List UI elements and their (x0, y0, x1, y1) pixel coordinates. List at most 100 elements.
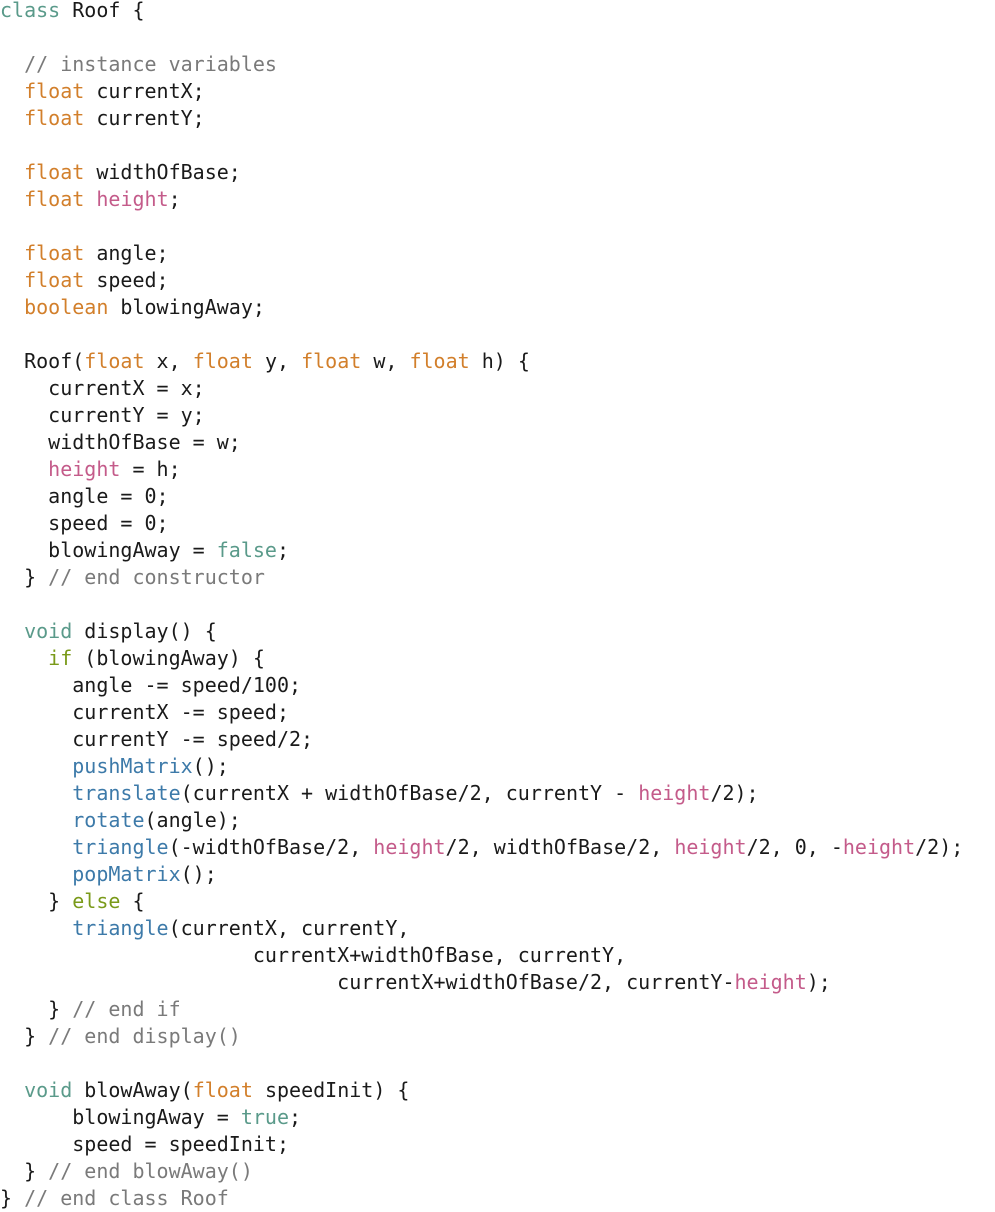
code-token: Roof( (0, 349, 85, 373)
code-line: } // end if (0, 996, 995, 1023)
code-line: speed = speedInit; (0, 1131, 995, 1158)
code-line: } else { (0, 888, 995, 915)
code-token: /2, 0, - (746, 835, 843, 859)
code-token: speed; (84, 268, 169, 292)
code-token: } (0, 1024, 49, 1048)
code-line (0, 1050, 995, 1077)
code-line: currentX = x; (0, 375, 995, 402)
code-line: boolean blowingAway; (0, 294, 995, 321)
code-line: float widthOfBase; (0, 159, 995, 186)
code-token: float (24, 268, 85, 292)
code-token: class (0, 0, 61, 22)
code-token: blowingAway = (0, 538, 217, 562)
code-line: float currentY; (0, 105, 995, 132)
code-token: speedInit) { (252, 1078, 410, 1102)
code-token: /2); (710, 781, 759, 805)
code-token: currentY = y; (0, 403, 205, 427)
code-line: } // end display() (0, 1023, 995, 1050)
code-line: angle = 0; (0, 483, 995, 510)
code-line: } // end constructor (0, 564, 995, 591)
code-token: widthOfBase = w; (0, 430, 241, 454)
code-token: true (240, 1105, 289, 1129)
code-line: speed = 0; (0, 510, 995, 537)
code-token: height (96, 187, 169, 211)
code-line: float currentX; (0, 78, 995, 105)
code-line: float angle; (0, 240, 995, 267)
code-token: if (48, 646, 73, 670)
code-token: // end blowAway() (48, 1159, 253, 1183)
code-line: if (blowingAway) { (0, 645, 995, 672)
code-token: height (638, 781, 711, 805)
code-line: currentX -= speed; (0, 699, 995, 726)
code-token: h) { (469, 349, 530, 373)
code-line: } // end blowAway() (0, 1158, 995, 1185)
code-token (0, 457, 48, 481)
code-line: currentX+widthOfBase, currentY, (0, 942, 995, 969)
code-token: = h; (120, 457, 181, 481)
code-token: (currentX + widthOfBase/2, currentY - (180, 781, 639, 805)
code-token (0, 79, 24, 103)
code-token: height (48, 457, 121, 481)
code-token: triangle (72, 916, 169, 940)
code-token: } (0, 889, 73, 913)
code-line: Roof(float x, float y, float w, float h)… (0, 348, 995, 375)
code-token: display() { (72, 619, 217, 643)
code-token: // instance variables (24, 52, 277, 76)
code-line: currentY = y; (0, 402, 995, 429)
code-line: widthOfBase = w; (0, 429, 995, 456)
code-line: currentY -= speed/2; (0, 726, 995, 753)
code-token: currentY -= speed/2; (0, 727, 314, 751)
code-token: /2); (915, 835, 964, 859)
code-token: // end constructor (48, 565, 265, 589)
code-token (0, 187, 24, 211)
code-token: // end display() (48, 1024, 241, 1048)
code-token: float (24, 187, 85, 211)
code-token: pushMatrix (72, 754, 193, 778)
code-token: (-widthOfBase/2, (168, 835, 374, 859)
code-line: rotate(angle); (0, 807, 995, 834)
code-token: { (120, 889, 145, 913)
code-token: w, (361, 349, 410, 373)
code-token: currentX -= speed; (0, 700, 289, 724)
code-token: y, (252, 349, 302, 373)
code-token: currentY; (84, 106, 205, 130)
code-line: pushMatrix(); (0, 753, 995, 780)
code-token (84, 187, 96, 211)
code-token: float (24, 79, 85, 103)
code-line: translate(currentX + widthOfBase/2, curr… (0, 780, 995, 807)
code-token: angle; (84, 241, 169, 265)
code-token: Roof { (60, 0, 145, 22)
code-token (0, 1078, 24, 1102)
code-line: void display() { (0, 618, 995, 645)
code-line: float height; (0, 186, 995, 213)
code-token: height (734, 970, 807, 994)
code-token: currentX; (84, 79, 205, 103)
code-token: height (373, 835, 446, 859)
code-token: } (0, 997, 73, 1021)
code-token: (angle); (144, 808, 241, 832)
code-token (0, 646, 48, 670)
code-line: triangle(-widthOfBase/2, height/2, width… (0, 834, 995, 861)
code-token: float (409, 349, 470, 373)
code-line: // instance variables (0, 51, 995, 78)
code-token: } (0, 1159, 49, 1183)
code-token: ); (806, 970, 831, 994)
code-line (0, 591, 995, 618)
code-token: angle = 0; (0, 484, 169, 508)
code-token (0, 241, 24, 265)
code-token (0, 295, 24, 319)
code-token: (blowingAway) { (72, 646, 265, 670)
code-token: currentX = x; (0, 376, 205, 400)
code-token: rotate (72, 808, 145, 832)
code-token (0, 160, 24, 184)
code-line (0, 132, 995, 159)
code-token: (currentX, currentY, (168, 916, 410, 940)
code-token (0, 52, 24, 76)
code-token: void (24, 619, 73, 643)
code-token: } (0, 565, 49, 589)
code-token: speed = speedInit; (0, 1132, 289, 1156)
code-line: float speed; (0, 267, 995, 294)
code-token: triangle (72, 835, 169, 859)
code-token: widthOfBase; (84, 160, 241, 184)
